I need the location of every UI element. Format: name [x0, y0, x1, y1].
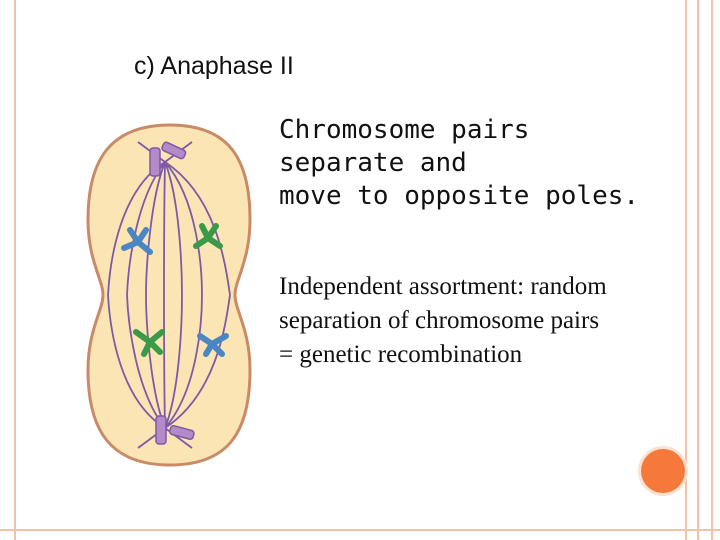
- assortment-line: = genetic recombination: [279, 341, 523, 368]
- frame-line-right-3: [711, 0, 713, 540]
- anaphase-cell-diagram: [86, 123, 252, 467]
- chromosome-icon: [193, 223, 223, 249]
- frame-line-bottom: [0, 529, 720, 531]
- frame-line-left: [14, 0, 16, 540]
- description-line: move to opposite poles.: [279, 181, 640, 211]
- cell-membrane: [86, 123, 252, 467]
- frame-line-right-1: [685, 0, 687, 540]
- description-line: separate and: [279, 148, 467, 178]
- assortment-block: Independent assortment: random separatio…: [279, 270, 699, 372]
- centriole-icon: [155, 415, 195, 445]
- assortment-line: separation of chromosome pairs: [279, 307, 600, 334]
- chromosome-icon: [197, 333, 229, 357]
- spindle-fibers: [107, 141, 231, 449]
- accent-dot: [641, 449, 685, 493]
- chromosome-icon: [121, 227, 153, 255]
- centriole-icon: [149, 141, 187, 177]
- frame-line-right-2: [697, 0, 699, 540]
- description-block: Chromosome pairs separate and move to op…: [279, 114, 699, 213]
- chromosome-icon: [133, 329, 165, 357]
- assortment-line: Independent assortment: random: [279, 273, 607, 300]
- slide-title: c) Anaphase II: [134, 52, 294, 80]
- description-line: Chromosome pairs: [279, 115, 530, 145]
